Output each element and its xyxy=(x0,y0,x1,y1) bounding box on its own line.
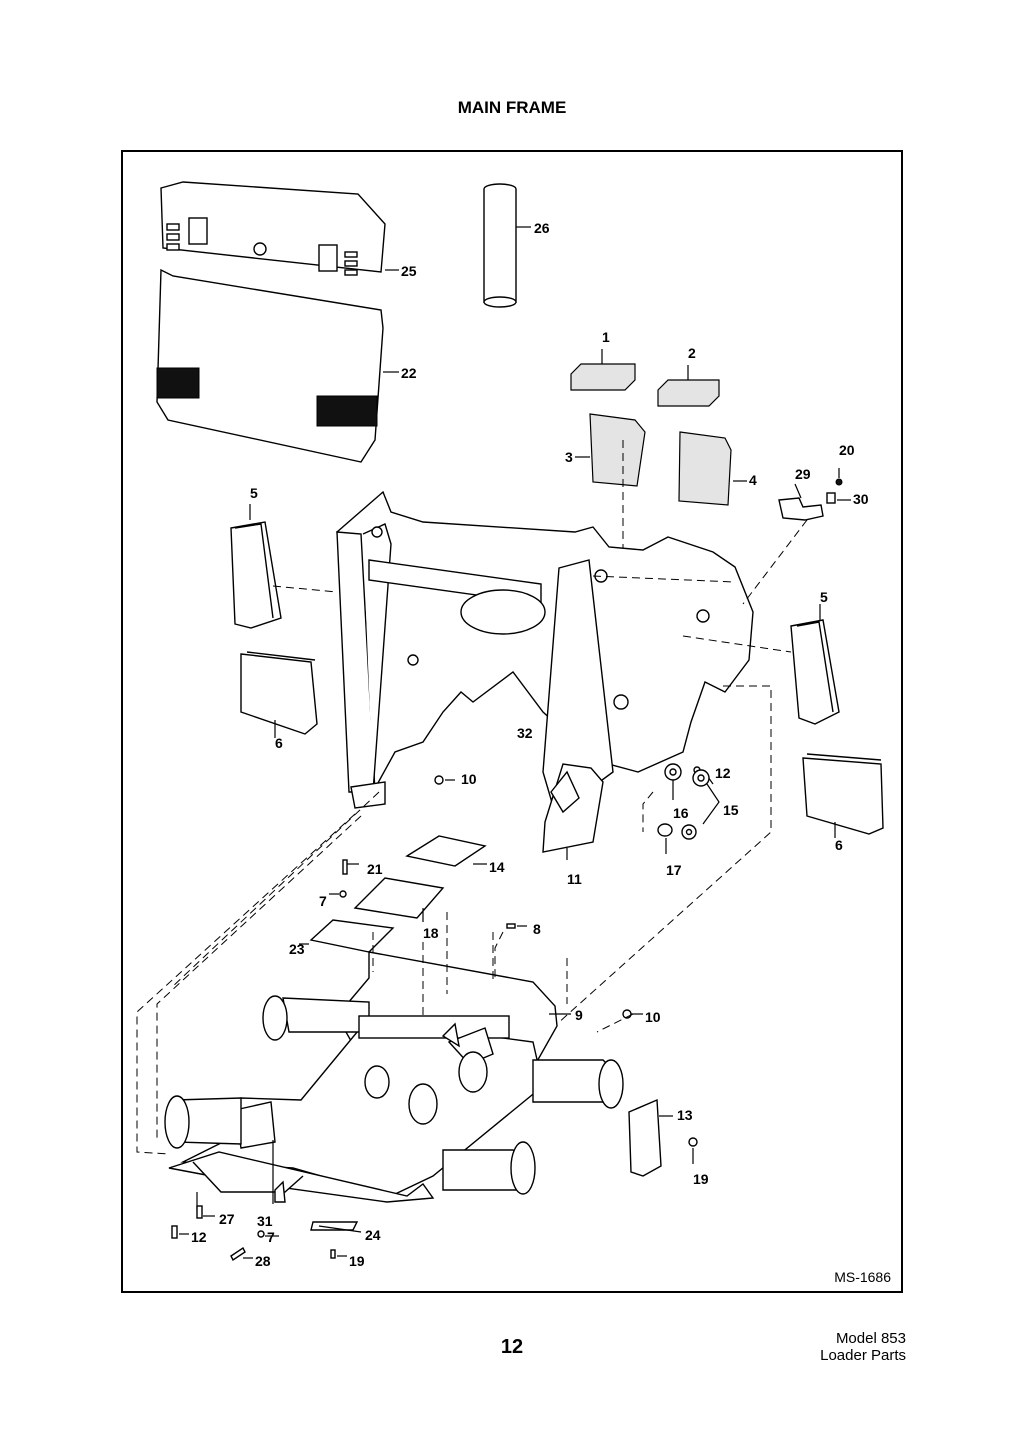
callout-13: 13 xyxy=(677,1107,693,1123)
callout-19: 19 xyxy=(349,1253,365,1269)
parts-1-4-pads xyxy=(570,349,747,506)
callout-15: 15 xyxy=(723,802,739,818)
dashed-alignment-lines xyxy=(136,440,808,1155)
callout-6: 6 xyxy=(835,837,843,853)
callout-2: 2 xyxy=(688,345,696,361)
callout-32: 32 xyxy=(517,725,533,741)
main-frame-upper xyxy=(336,490,754,853)
parts-5-6-right-pads xyxy=(790,604,884,838)
drawing-id: MS-1686 xyxy=(834,1269,891,1285)
part-25-grille xyxy=(160,181,399,276)
bottom-hardware xyxy=(171,1205,362,1262)
part-22-rear-door xyxy=(156,268,399,463)
callout-24: 24 xyxy=(365,1227,381,1243)
parts-5-6-left-pads xyxy=(230,504,318,738)
callout-19: 19 xyxy=(693,1171,709,1187)
lower-frame-axles xyxy=(164,951,698,1231)
callout-5: 5 xyxy=(820,589,828,605)
model-info: Model 853 Loader Parts xyxy=(820,1330,906,1364)
callout-6: 6 xyxy=(275,735,283,751)
callout-29: 29 xyxy=(795,466,811,482)
callout-26: 26 xyxy=(534,220,550,236)
callout-3: 3 xyxy=(565,449,573,465)
callout-30: 30 xyxy=(853,491,869,507)
callout-18: 18 xyxy=(423,925,439,941)
callout-9: 9 xyxy=(575,1007,583,1023)
callout-11: 11 xyxy=(567,871,582,887)
callout-10: 10 xyxy=(645,1009,661,1025)
callout-31: 31 xyxy=(257,1213,273,1229)
callout-12: 12 xyxy=(715,765,731,781)
callout-25: 25 xyxy=(401,263,417,279)
callout-1: 1 xyxy=(602,329,610,345)
page-title: MAIN FRAME xyxy=(457,98,567,117)
callout-8: 8 xyxy=(533,921,541,937)
callout-10: 10 xyxy=(461,771,477,787)
callout-17: 17 xyxy=(666,862,682,878)
callout-7: 7 xyxy=(267,1229,275,1245)
callout-5: 5 xyxy=(250,485,258,501)
parts-20-29-30-bracket xyxy=(778,468,851,521)
hardware-10-12-15-16-17 xyxy=(434,763,720,860)
part-26-tube xyxy=(483,183,531,308)
callout-23: 23 xyxy=(289,941,305,957)
callout-20: 20 xyxy=(839,442,855,458)
callout-12: 12 xyxy=(191,1229,207,1245)
callout-14: 14 xyxy=(489,859,505,875)
callout-7: 7 xyxy=(319,893,327,909)
callout-16: 16 xyxy=(673,805,689,821)
plates-14-18-23 xyxy=(299,835,527,953)
callout-labels: 1234556677891010111212131415161718191920… xyxy=(191,220,869,1269)
exploded-parts-diagram: 1234556677891010111212131415161718191920… xyxy=(136,181,884,1269)
document-line: Loader Parts xyxy=(820,1347,906,1364)
callout-21: 21 xyxy=(367,861,383,877)
model-line: Model 853 xyxy=(835,1330,906,1347)
page-number: 12 xyxy=(500,1336,524,1358)
callout-28: 28 xyxy=(255,1253,271,1269)
callout-22: 22 xyxy=(401,365,417,381)
callout-27: 27 xyxy=(219,1211,235,1227)
callout-4: 4 xyxy=(749,472,757,488)
